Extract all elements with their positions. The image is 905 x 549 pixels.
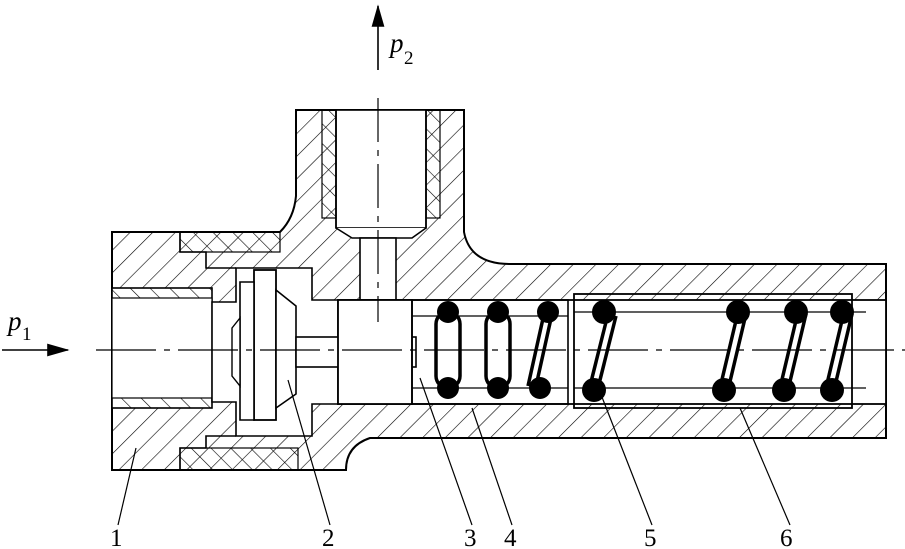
- leader-lines: [117, 377, 791, 526]
- inlet-pressure-label: p 1: [6, 306, 32, 345]
- valve-housing: [111, 109, 887, 471]
- part-label-3: 3: [464, 525, 477, 549]
- svg-text:p: p: [388, 28, 404, 58]
- outlet-pressure-label: p 2: [388, 28, 414, 69]
- part-label-4: 4: [504, 525, 517, 549]
- part-label-6: 6: [780, 525, 793, 549]
- part-label-5: 5: [644, 525, 657, 549]
- centerlines: [96, 98, 905, 351]
- svg-text:2: 2: [404, 48, 414, 69]
- svg-text:1: 1: [22, 324, 32, 345]
- part-labels: 1 2 3 4 5 6: [110, 525, 793, 549]
- part-label-2: 2: [322, 525, 335, 549]
- svg-text:p: p: [6, 306, 22, 336]
- part-label-1: 1: [110, 525, 123, 549]
- spring-large: [573, 293, 866, 409]
